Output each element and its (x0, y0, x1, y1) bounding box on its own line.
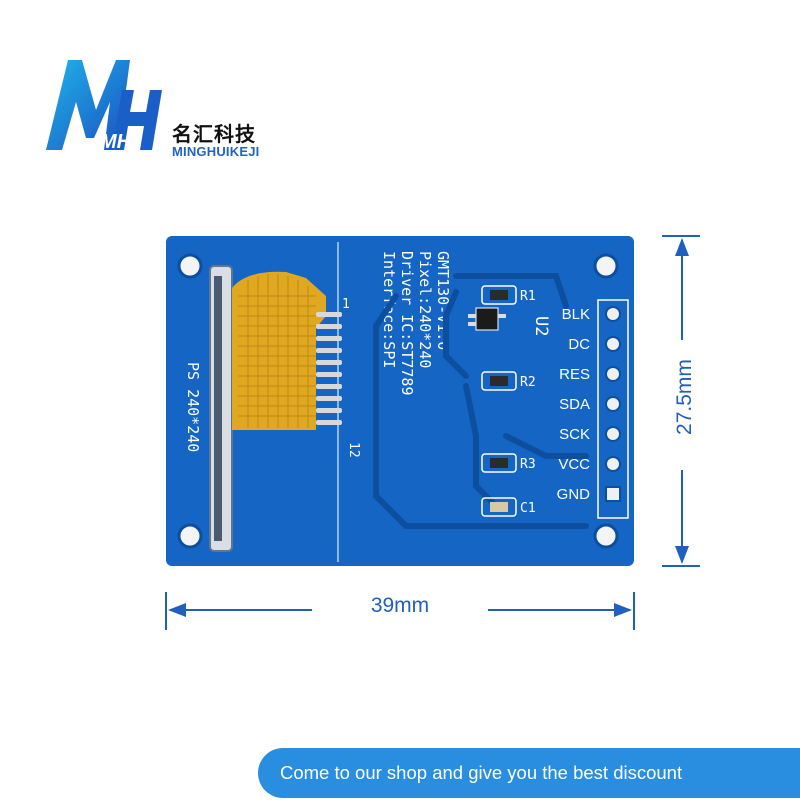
component-r3-label: R3 (520, 457, 536, 472)
board-driver: Driver IC:ST7789 (398, 251, 416, 396)
fpc-cable (232, 271, 326, 430)
component-r2 (481, 371, 517, 391)
pin-label-res: RES (559, 366, 590, 383)
promo-banner[interactable]: Come to our shop and give you the best d… (258, 748, 800, 798)
minghui-logo: MH (46, 60, 162, 153)
pin-label-gnd: GND (557, 486, 591, 503)
brand-name-chinese: 名汇科技 (172, 122, 256, 146)
dimension-height-label: 27.5mm (673, 359, 696, 435)
pin-header-outline (597, 299, 629, 519)
pcb-traces (373, 273, 589, 529)
display-edge (214, 276, 222, 541)
pin-label-sda: SDA (559, 396, 590, 413)
brand-name-english: MINGHUIKEJI (172, 144, 260, 159)
dimension-width-label: 39mm (370, 594, 430, 617)
fpc-contact-pads (316, 312, 342, 425)
component-c1-label: C1 (520, 501, 536, 516)
component-r1 (481, 285, 517, 305)
component-r1-label: R1 (520, 289, 536, 304)
ps-resolution-label: PS 240*240 (184, 362, 202, 452)
pin-label-blk: BLK (562, 306, 590, 323)
fpc-pin-12-label: 12 (346, 442, 361, 458)
component-r2-label: R2 (520, 375, 536, 390)
board-pixel: Pixel:240*240 (416, 251, 434, 368)
component-r3 (481, 453, 517, 473)
header-pins (605, 306, 621, 502)
pin-label-sck: SCK (559, 426, 590, 443)
fpc-pin-1-label: 1 (342, 297, 350, 312)
lcd-module-board: 1 12 PS 240*240 GMT130-V1.0 Pixel:240*24… (166, 236, 634, 566)
logo-letters: MH (100, 131, 132, 153)
ic-u2 (468, 307, 506, 331)
ic-u2-label: U2 (531, 316, 551, 336)
pin-label-dc: DC (568, 336, 590, 353)
mounting-holes (177, 253, 619, 549)
pin-label-vcc: VCC (558, 456, 590, 473)
component-c1 (481, 497, 517, 517)
